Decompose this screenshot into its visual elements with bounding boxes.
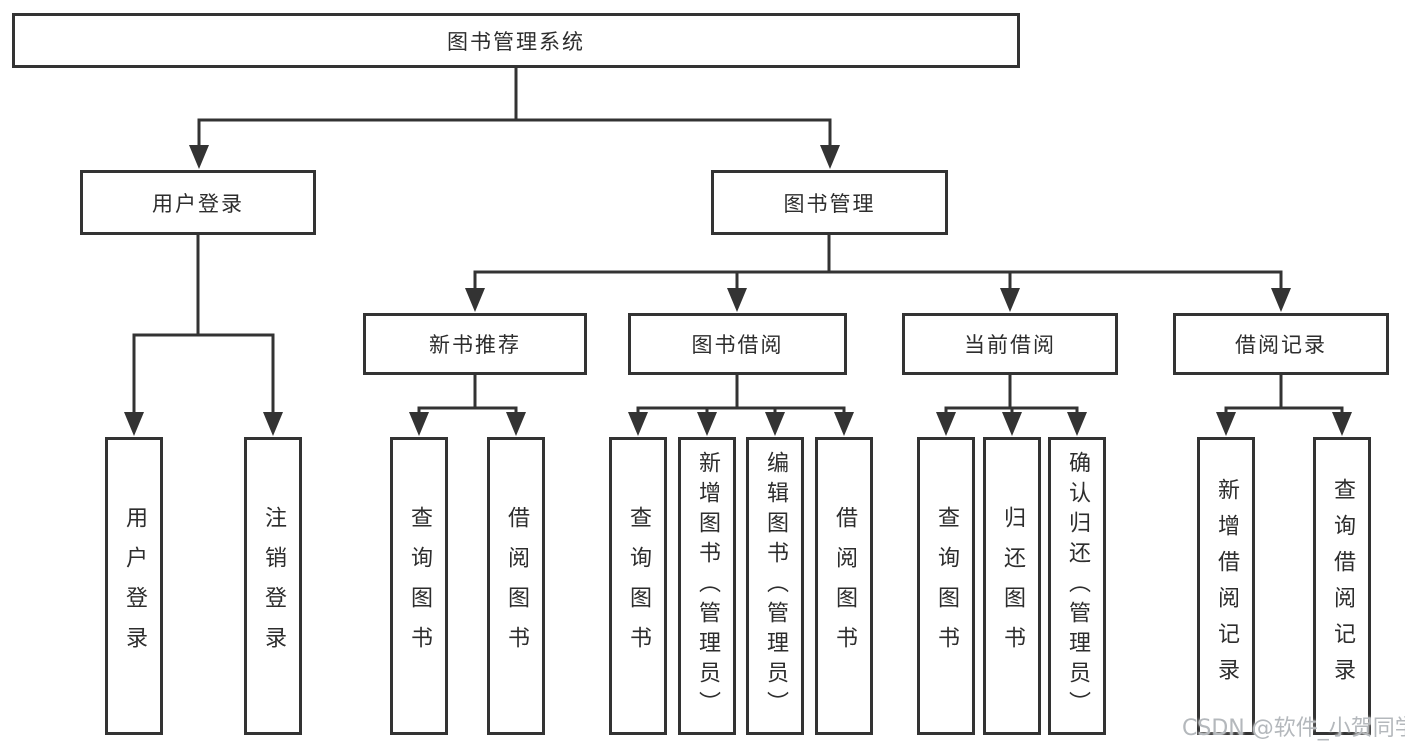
leaf-confirm-return-admin: 确认归还（管理员）	[1048, 437, 1106, 735]
leaf-query-book-current: 查询图书	[917, 437, 975, 735]
leaf-query-borrow-record-label: 查询借阅记录	[1330, 478, 1355, 694]
leaf-query-borrow-record: 查询借阅记录	[1313, 437, 1371, 735]
node-book-management-label: 图书管理	[783, 191, 876, 216]
leaf-query-book-borrow-label: 查询图书	[626, 506, 651, 666]
leaf-logout-label: 注销登录	[261, 506, 286, 666]
leaf-add-book-admin: 新增图书（管理员）	[678, 437, 736, 735]
csdn-watermark: CSDN @软件_小贺同学	[1182, 716, 1405, 741]
node-current-borrowing: 当前借阅	[902, 313, 1118, 375]
connector-lines	[132, 68, 1344, 414]
arrowhead-icons	[124, 145, 1352, 436]
leaf-edit-book-admin: 编辑图书（管理员）	[746, 437, 804, 735]
leaf-borrow-book-recommend: 借阅图书	[487, 437, 545, 735]
leaf-borrow-book: 借阅图书	[815, 437, 873, 735]
leaf-return-book: 归还图书	[983, 437, 1041, 735]
leaf-borrow-book-label: 借阅图书	[832, 506, 857, 666]
leaf-return-book-label: 归还图书	[1000, 506, 1025, 666]
leaf-query-book-current-label: 查询图书	[934, 506, 959, 666]
node-new-book-recommendation-label: 新书推荐	[429, 333, 521, 357]
node-new-book-recommendation: 新书推荐	[363, 313, 587, 375]
node-current-borrowing-label: 当前借阅	[964, 333, 1056, 357]
node-borrowing-records-label: 借阅记录	[1235, 333, 1327, 357]
leaf-user-login: 用户登录	[105, 437, 163, 735]
leaf-logout: 注销登录	[244, 437, 302, 735]
leaf-add-book-admin-label: 新增图书（管理员）	[695, 451, 720, 721]
node-root-label: 图书管理系统	[447, 29, 585, 54]
leaf-borrow-book-recommend-label: 借阅图书	[504, 506, 529, 666]
leaf-edit-book-admin-label: 编辑图书（管理员）	[763, 451, 788, 721]
node-user-login: 用户登录	[80, 170, 316, 235]
leaf-query-book-recommend: 查询图书	[390, 437, 448, 735]
leaf-add-borrow-record: 新增借阅记录	[1197, 437, 1255, 735]
leaf-query-book-borrow: 查询图书	[609, 437, 667, 735]
node-book-management: 图书管理	[711, 170, 948, 235]
node-book-borrowing-label: 图书借阅	[691, 333, 784, 357]
leaf-add-borrow-record-label: 新增借阅记录	[1214, 478, 1239, 694]
leaf-user-login-label: 用户登录	[122, 506, 147, 666]
leaf-query-book-recommend-label: 查询图书	[407, 506, 432, 666]
node-root: 图书管理系统	[12, 13, 1020, 68]
node-book-borrowing: 图书借阅	[628, 313, 847, 375]
leaf-confirm-return-admin-label: 确认归还（管理员）	[1065, 451, 1090, 721]
node-user-login-label: 用户登录	[152, 191, 244, 216]
node-borrowing-records: 借阅记录	[1173, 313, 1389, 375]
